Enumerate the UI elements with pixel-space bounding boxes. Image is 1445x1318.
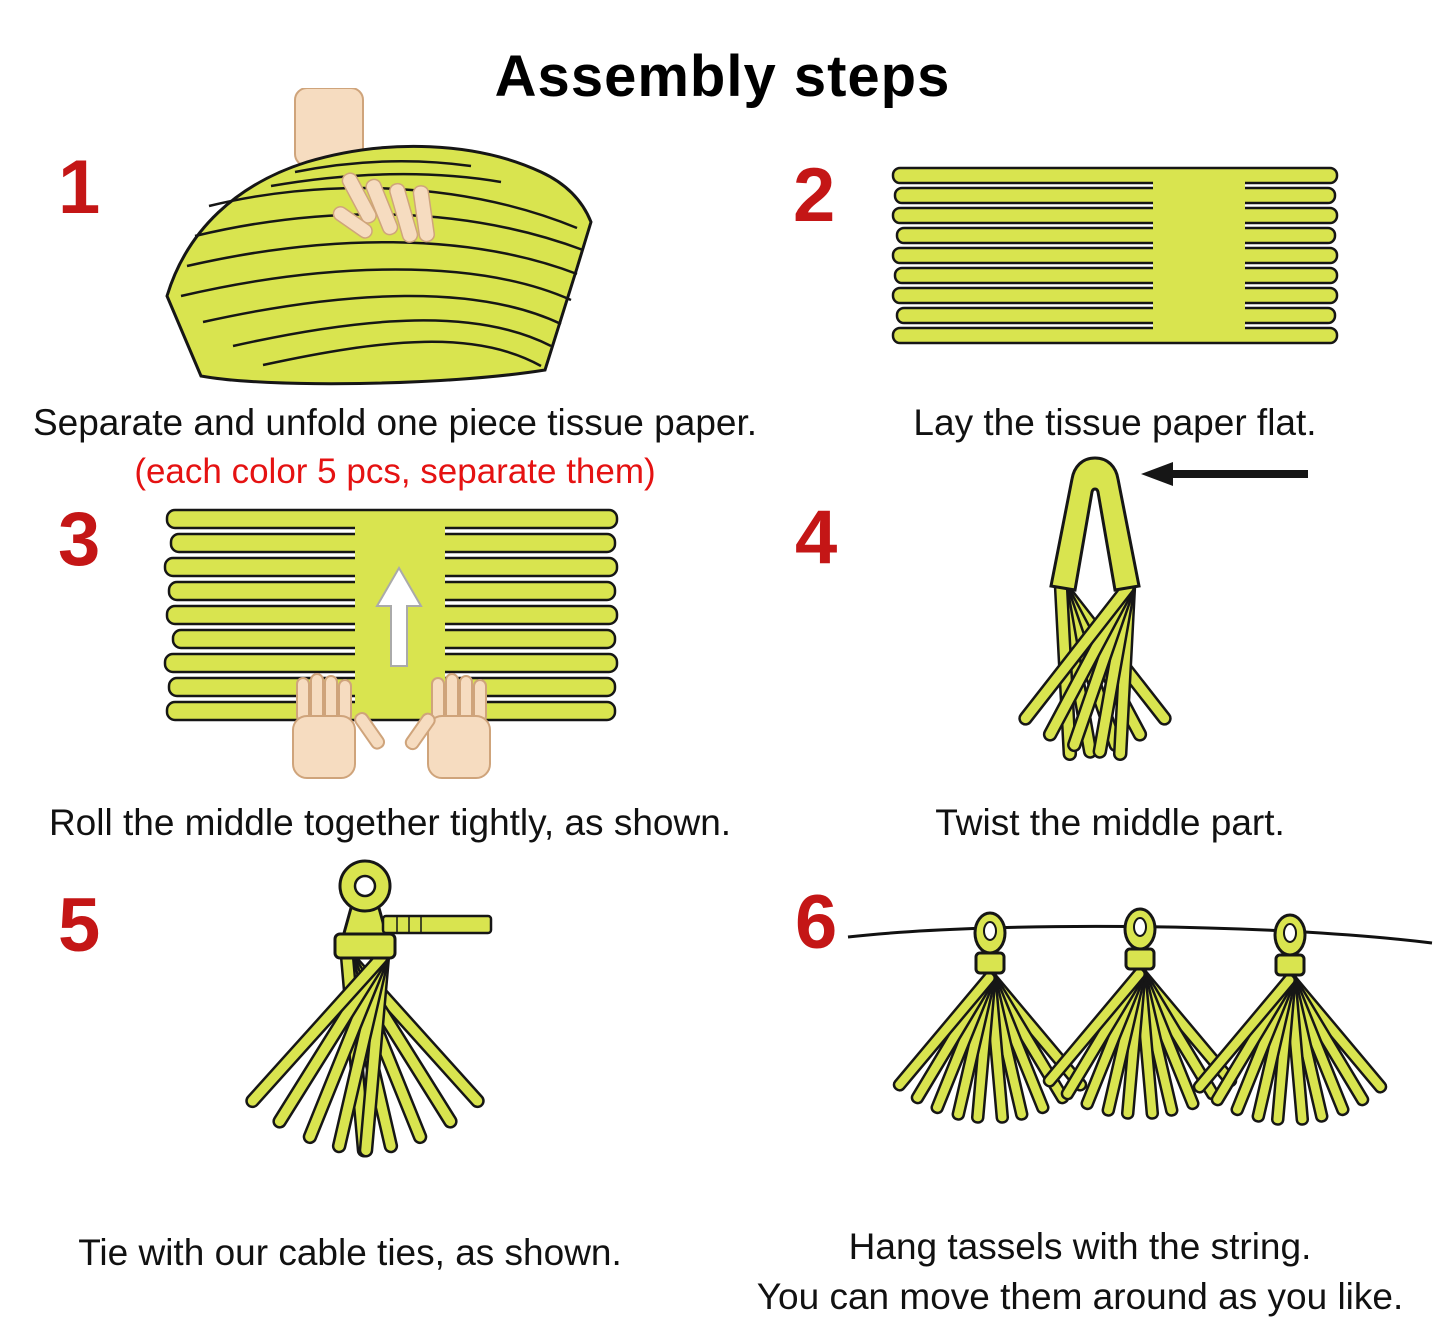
uncut-middle-band [1153, 171, 1245, 340]
step6-caption-line1: Hang tassels with the string. [848, 1226, 1312, 1267]
step6-caption: Hang tassels with the string. You can mo… [715, 1222, 1445, 1318]
tassel [1040, 907, 1240, 1121]
step4-illustration [1018, 456, 1308, 762]
loop-hole [353, 874, 377, 898]
up-arrow-icon [375, 566, 423, 667]
step1-note: (each color 5 pcs, separate them) [134, 452, 656, 491]
step5-number: 5 [58, 883, 101, 968]
step5-caption: Tie with our cable ties, as shown. [78, 1232, 622, 1273]
left-hand-icon [292, 673, 386, 779]
step2-caption: Lay the tissue paper flat. [913, 402, 1317, 443]
step4-caption: Twist the middle part. [935, 802, 1285, 843]
tassel-strands [245, 950, 485, 1158]
step6-number: 6 [795, 880, 838, 965]
step1-number: 1 [58, 145, 101, 230]
step2-number: 2 [793, 153, 836, 238]
right-hand-icon [404, 673, 491, 779]
step5-illustration [245, 859, 493, 1158]
hand-fingers-icon [332, 172, 436, 243]
tassel [1190, 913, 1390, 1127]
tissue-paper-folded [165, 144, 593, 386]
cable-tie-icon [333, 914, 493, 960]
step6-illustration [847, 907, 1433, 1127]
step3-illustration [163, 508, 619, 779]
twisted-top-loop [1049, 456, 1141, 592]
step4-number: 4 [795, 495, 838, 580]
tissue-paper-flat [891, 166, 1339, 345]
step2-illustration [891, 166, 1339, 345]
step1-caption: Separate and unfold one piece tissue pap… [32, 402, 758, 443]
tassel [890, 911, 1090, 1125]
tassel-strands [1018, 580, 1172, 762]
left-arrow-icon [1141, 462, 1308, 486]
step6-caption-line2: You can move them around as you like. [756, 1275, 1404, 1317]
step3-number: 3 [58, 497, 101, 582]
page-title: Assembly steps [494, 43, 951, 109]
step3-caption: Roll the middle together tightly, as sho… [48, 802, 732, 843]
step1-illustration [165, 88, 593, 386]
